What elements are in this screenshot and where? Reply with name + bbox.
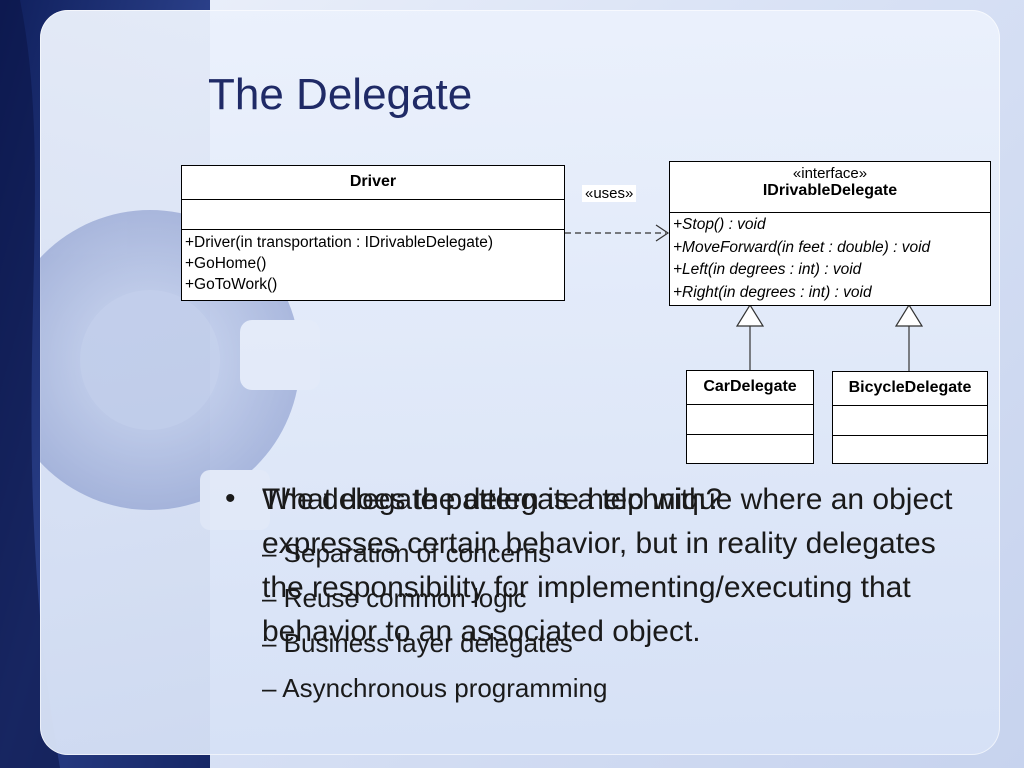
uses-label: «uses» bbox=[582, 185, 637, 202]
benefits-question-text: What does the delegate help with? bbox=[262, 483, 723, 516]
car-delegate-operations-section bbox=[687, 435, 813, 463]
benefit-subitem: – Asynchronous programming bbox=[262, 673, 608, 703]
interface-operation: +Stop() : void bbox=[673, 216, 766, 233]
bicycle-delegate-name: BicycleDelegate bbox=[848, 379, 972, 396]
driver-operation: +GoToWork() bbox=[185, 276, 278, 293]
interface-stereotype: «interface» bbox=[792, 165, 868, 182]
bicycle-delegate-operations-section bbox=[833, 436, 987, 463]
bicycle-delegate-class: BicycleDelegate bbox=[832, 371, 988, 464]
driver-class-header: Driver bbox=[182, 166, 564, 200]
slide-title: The Delegate bbox=[208, 70, 473, 119]
interface-operation: +MoveForward(in feet : double) : void bbox=[673, 238, 931, 256]
driver-operation: +GoHome() bbox=[185, 255, 267, 272]
benefit-subitem: – Business layer delegates bbox=[262, 628, 573, 658]
interface-operation: +Right(in degrees : int) : void bbox=[673, 283, 872, 301]
car-delegate-attributes-section bbox=[687, 405, 813, 435]
bicycle-delegate-attributes-section bbox=[833, 406, 987, 436]
driver-class-name: Driver bbox=[349, 173, 397, 190]
car-delegate-name: CarDelegate bbox=[703, 378, 797, 395]
bullet-marker: • bbox=[225, 482, 236, 515]
benefit-subitem: – Reuse common logic bbox=[262, 583, 527, 613]
car-delegate-class: CarDelegate bbox=[686, 370, 814, 464]
bullet-area: • The delegate pattern is a technique wh… bbox=[225, 478, 985, 738]
idrivable-interface-header: «interface» IDrivableDelegate bbox=[670, 162, 990, 213]
idrivable-interface-name: IDrivableDelegate bbox=[762, 182, 898, 199]
idrivable-interface: «interface» IDrivableDelegate +Stop() : … bbox=[669, 161, 991, 306]
driver-class: Driver +Driver(in transportation : IDriv… bbox=[181, 165, 565, 301]
car-delegate-header: CarDelegate bbox=[687, 371, 813, 405]
definition-bullet-text: The delegate pattern is a technique wher… bbox=[262, 483, 953, 648]
uses-arrowhead bbox=[655, 224, 670, 242]
benefit-subitem: – Separation of concerns bbox=[262, 538, 552, 568]
driver-attributes-section bbox=[182, 200, 564, 230]
bicycle-delegate-header: BicycleDelegate bbox=[833, 372, 987, 406]
bicycle-realization-triangle bbox=[894, 303, 924, 327]
interface-operation: +Left(in degrees : int) : void bbox=[673, 261, 862, 278]
driver-operation: +Driver(in transportation : IDrivableDel… bbox=[185, 234, 493, 251]
idrivable-operations-section: +Stop() : void +MoveForward(in feet : do… bbox=[670, 213, 990, 305]
car-realization-triangle bbox=[735, 303, 765, 327]
driver-operations-section: +Driver(in transportation : IDrivableDel… bbox=[182, 230, 564, 300]
